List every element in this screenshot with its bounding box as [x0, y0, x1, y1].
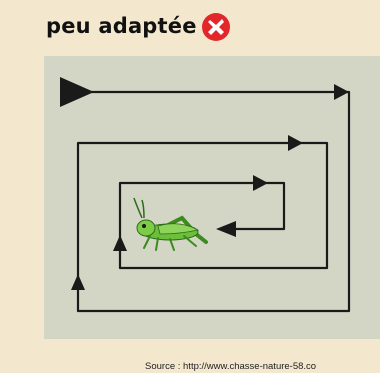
- arrowhead-inner-top: [253, 175, 268, 191]
- arrowhead-middle-top: [288, 135, 303, 151]
- spiral-path-inner: [118, 181, 286, 244]
- arrowhead-top-right: [334, 84, 349, 100]
- arrowhead-end-left: [216, 221, 236, 237]
- spiral-path-diagram: [60, 77, 351, 313]
- grasshopper-icon: [133, 197, 208, 251]
- diagram-panel: [44, 56, 380, 339]
- source-credit: Source : http://www.chasse-nature-58.co: [145, 361, 317, 372]
- spiral-path-middle: [76, 141, 329, 286]
- page-title: peu adaptée: [46, 14, 197, 38]
- arrowhead-middle-left-up: [113, 235, 127, 251]
- red-cross-icon: [202, 13, 230, 41]
- start-arrowhead: [60, 77, 94, 107]
- spiral-path-outer: [60, 90, 351, 313]
- arrowhead-left-up: [71, 274, 85, 290]
